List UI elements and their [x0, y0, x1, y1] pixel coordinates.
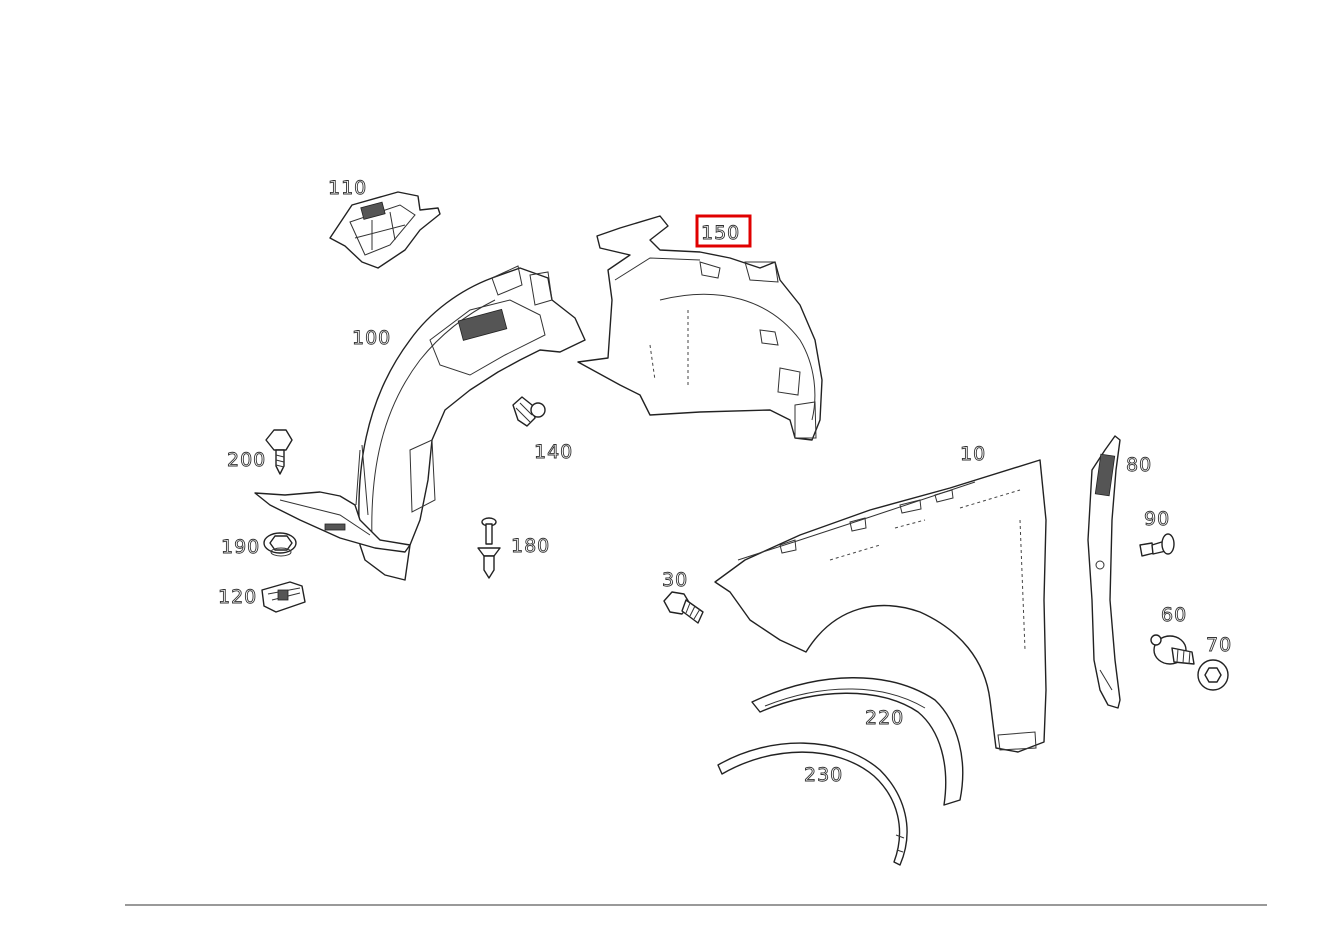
part-180-rivet[interactable] — [477, 517, 501, 579]
callout-90[interactable]: 90 — [1144, 508, 1170, 531]
callout-180[interactable]: 180 — [511, 535, 550, 558]
callout-220[interactable]: 220 — [865, 707, 904, 730]
callout-190[interactable]: 190 — [221, 536, 260, 559]
part-70-nut[interactable] — [1197, 659, 1229, 691]
part-90-screw[interactable] — [1139, 533, 1175, 557]
part-150-wheel-arch-liner-rear[interactable] — [577, 215, 823, 441]
callout-110[interactable]: 110 — [328, 177, 367, 200]
part-140-push-clip[interactable] — [512, 396, 546, 427]
callout-60[interactable]: 60 — [1161, 604, 1187, 627]
part-10-front-fender[interactable] — [714, 459, 1047, 753]
callout-100[interactable]: 100 — [352, 327, 391, 350]
callout-30[interactable]: 30 — [662, 569, 688, 592]
part-30-bolt[interactable] — [663, 591, 704, 624]
callout-70[interactable]: 70 — [1206, 634, 1232, 657]
part-60-stud[interactable] — [1150, 634, 1195, 665]
part-190-nut[interactable] — [263, 532, 297, 557]
callout-230[interactable]: 230 — [804, 764, 843, 787]
part-220-wheel-arch-trim[interactable] — [751, 677, 964, 806]
part-100-wheel-arch-liner[interactable] — [254, 265, 586, 581]
callout-140[interactable]: 140 — [534, 441, 573, 464]
highlight-box — [695, 214, 752, 248]
callout-150[interactable]: 150 — [701, 222, 740, 245]
part-230-wheel-arch-moulding[interactable] — [717, 742, 908, 866]
callout-120[interactable]: 120 — [218, 586, 257, 609]
part-80-vertical-bracket[interactable] — [1087, 435, 1121, 709]
callout-200[interactable]: 200 — [227, 449, 266, 472]
part-200-screw[interactable] — [265, 429, 293, 475]
callout-80[interactable]: 80 — [1126, 454, 1152, 477]
part-110-bracket[interactable] — [329, 191, 441, 269]
callout-10[interactable]: 10 — [960, 443, 986, 466]
part-120-clip-nut[interactable] — [261, 581, 306, 613]
